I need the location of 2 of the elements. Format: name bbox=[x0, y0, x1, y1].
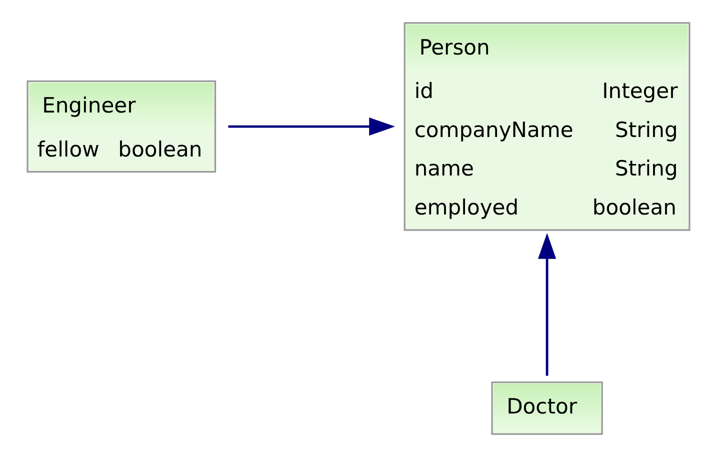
arrow bbox=[538, 232, 556, 376]
arrow bbox=[228, 117, 396, 136]
